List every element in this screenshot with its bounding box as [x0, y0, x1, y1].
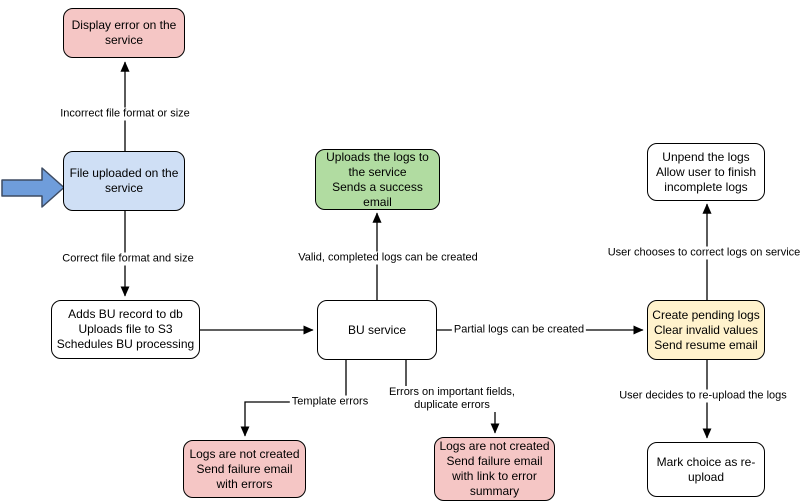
node-logs-not-created-2: Logs are not created Send failure email …: [434, 437, 555, 501]
node-mark-reupload: Mark choice as re- upload: [647, 442, 765, 497]
edge-label-incorrect-format: Incorrect file format or size: [58, 107, 192, 121]
node-logs-not-created-1: Logs are not created Send failure email …: [183, 440, 306, 498]
node-create-pending: Create pending logs Clear invalid values…: [647, 300, 765, 360]
edge-label-correct-format: Correct file format and size: [60, 252, 196, 266]
node-display-error: Display error on the service: [63, 8, 185, 58]
edge-label-user-corrects: User chooses to correct logs on service: [605, 246, 801, 260]
edge-label-template-errors: Template errors: [289, 395, 371, 409]
node-bu-service: BU service: [317, 300, 437, 360]
node-adds-bu-record: Adds BU record to db Uploads file to S3 …: [51, 300, 200, 359]
thick-right-arrow-icon: [1, 167, 65, 208]
edge-label-important-errors: Errors on important fields, duplicate er…: [387, 386, 517, 412]
node-file-uploaded: File uploaded on the service: [63, 151, 185, 211]
edge-label-valid-complete: Valid, completed logs can be created: [296, 251, 480, 265]
node-uploads-logs: Uploads the logs to the service Sends a …: [315, 149, 440, 210]
node-unpend-logs: Unpend the logs Allow user to finish inc…: [647, 143, 765, 201]
edge-label-partial-logs: Partial logs can be created: [451, 323, 587, 337]
edge-label-user-reuploads: User decides to re-upload the logs: [617, 389, 789, 403]
